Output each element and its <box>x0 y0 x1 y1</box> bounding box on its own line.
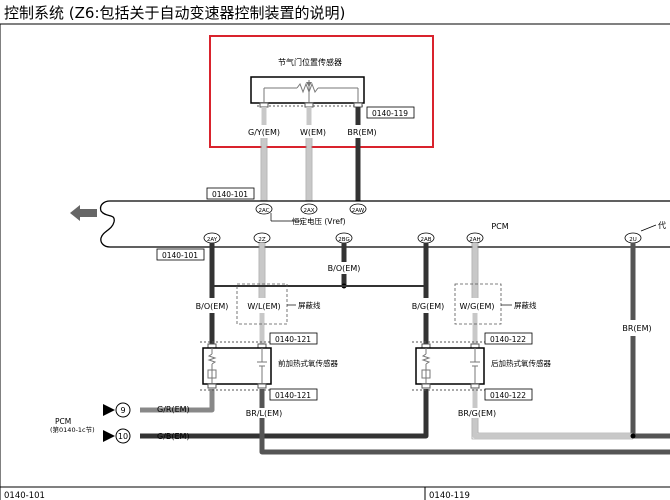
wire-label: B/O(EM) <box>196 302 229 311</box>
tps-box <box>250 76 365 104</box>
ref-label: 0140-101 <box>162 251 198 260</box>
right-cut-label: 代 <box>658 220 666 230</box>
rear-o2-bottom-connector <box>412 383 488 391</box>
wire-label: BR(EM) <box>622 324 651 333</box>
front-o2-internal <box>207 348 267 384</box>
ref-box <box>156 248 205 261</box>
shield-boxes <box>236 283 502 325</box>
frame <box>0 23 670 500</box>
tps-internal <box>263 80 359 103</box>
ref-box <box>269 332 318 345</box>
junction-dot <box>630 433 636 439</box>
pin-label: 2AW <box>352 208 365 214</box>
pcm-label: PCM <box>491 222 508 231</box>
ref-label: 0140-122 <box>490 391 526 400</box>
pin-label: 2AX <box>303 208 314 214</box>
pin-label: 2BG <box>338 237 349 243</box>
lower-wire-outlines <box>258 243 633 440</box>
ref-box <box>206 187 255 200</box>
upper-wires <box>261 107 361 201</box>
rear-o2-label: 后加热式氧传感器 <box>491 358 551 368</box>
upper-wire-outlines <box>260 138 313 201</box>
connector-number: 9 <box>120 406 125 415</box>
right-cut-leader <box>640 224 657 232</box>
pin-label: 2AB <box>420 237 431 243</box>
pin-label: 2AY <box>207 237 218 243</box>
shield-note: 屏蔽线 <box>514 300 537 310</box>
page-title: 控制系统 (Z6:包括关于自动变速器控制装置的说明) <box>4 4 346 22</box>
lower-wires <box>140 243 670 455</box>
ref-label: 0140-119 <box>372 109 408 118</box>
pin-label: 2U <box>629 237 637 243</box>
pcm-ref-label: PCM <box>55 417 71 426</box>
wire-label: BR/G(EM) <box>458 409 496 418</box>
wire-label: W/L(EM) <box>247 302 280 311</box>
ref-label: 0140-121 <box>275 335 311 344</box>
bottom-ref-right: 0140-119 <box>429 491 470 500</box>
connector-circle <box>115 428 131 444</box>
ref-label: 0140-122 <box>490 335 526 344</box>
arrow-left-icon <box>70 205 97 221</box>
wire-label: W(EM) <box>300 128 326 137</box>
ref-box <box>269 388 318 401</box>
pin-label: 2AC <box>258 208 269 214</box>
pcm-band <box>99 200 670 248</box>
rear-o2-internal <box>421 348 480 384</box>
bottom-ref-left: 0140-101 <box>4 491 45 500</box>
wire-label: G/B(EM) <box>157 432 190 441</box>
ref-label: 0140-101 <box>212 190 248 199</box>
ref-box <box>484 332 533 345</box>
front-o2-label: 前加热式氧传感器 <box>278 358 338 368</box>
pin-label: 2AH <box>469 237 480 243</box>
pin-label: 2Z <box>258 237 265 243</box>
connector-circle <box>115 402 131 418</box>
ref-box <box>366 106 415 119</box>
wire-label: BR(EM) <box>347 128 376 137</box>
ref-label: 0140-121 <box>275 391 311 400</box>
vref-note: 恒定电压 (Vref) <box>292 216 346 226</box>
wire-label: B/O(EM) <box>328 264 361 273</box>
pcm-ref-note: (第0140-1c节) <box>50 425 95 434</box>
pcm-top-pins <box>255 203 367 215</box>
front-o2-bottom-connector <box>200 383 275 391</box>
wire-label: BR/L(EM) <box>246 409 282 418</box>
wire-label: B/G(EM) <box>412 302 445 311</box>
vref-bracket <box>270 213 302 222</box>
wire-label: G/R(EM) <box>157 405 190 414</box>
connector-number: 10 <box>118 432 128 441</box>
ref-box <box>484 388 533 401</box>
highlight-box <box>209 35 434 148</box>
connector-arrow-icon <box>103 430 115 442</box>
connector-arrow-icon <box>103 404 115 416</box>
tps-label: 节气门位置传感器 <box>278 57 342 67</box>
wire-label: G/Y(EM) <box>248 128 280 137</box>
wire-label: W/G(EM) <box>459 302 494 311</box>
shield-note: 屏蔽线 <box>298 300 321 310</box>
